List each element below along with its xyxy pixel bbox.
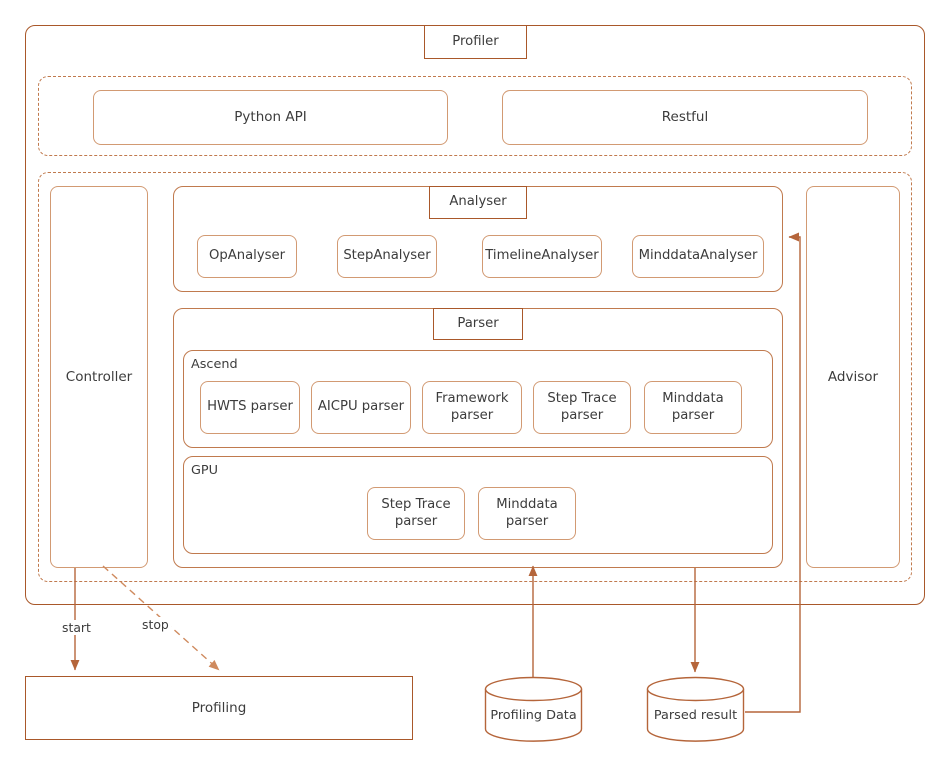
profiling-box[interactable]: Profiling [25,676,413,740]
ascend-group-label: Ascend [188,357,241,372]
start-edge-label: start [60,620,93,635]
framework-parser-label: Framework parser [435,391,509,423]
minddata-analyser-label: MinddataAnalyser [638,248,758,264]
analyser-title-label: Analyser [449,194,507,210]
profiler-title-label: Profiler [452,33,499,49]
profiling-data-label: Profiling Data [490,708,577,723]
advisor-label: Advisor [827,368,879,385]
controller-box[interactable]: Controller [50,186,148,568]
minddata-parser-ascend-label: Minddata parser [662,391,724,423]
gpu-group-label: GPU [188,463,221,478]
step-trace-parser-gpu-label: Step Trace parser [381,497,451,529]
hwts-parser-label: HWTS parser [207,399,293,415]
minddata-parser-ascend-box[interactable]: Minddata parser [644,381,742,434]
interface-layer-group [38,76,912,156]
step-trace-parser-ascend-label: Step Trace parser [547,391,617,423]
hwts-parser-box[interactable]: HWTS parser [200,381,300,434]
python-api-label: Python API [234,109,307,126]
step-trace-parser-gpu-box[interactable]: Step Trace parser [367,487,465,540]
parsed-result-label: Parsed result [653,708,738,723]
stop-edge-label: stop [140,617,171,632]
timeline-analyser-box[interactable]: TimelineAnalyser [482,235,602,278]
restful-label: Restful [661,109,709,126]
op-analyser-box[interactable]: OpAnalyser [197,235,297,278]
timeline-analyser-label: TimelineAnalyser [485,248,599,264]
core-layer-group [38,172,912,582]
step-analyser-label: StepAnalyser [343,248,431,264]
profiling-label: Profiling [191,699,247,716]
profiler-title-tab: Profiler [424,25,527,59]
step-trace-parser-ascend-box[interactable]: Step Trace parser [533,381,631,434]
parsed-result-cylinder[interactable] [646,676,745,742]
minddata-analyser-box[interactable]: MinddataAnalyser [632,235,764,278]
advisor-box[interactable]: Advisor [806,186,900,568]
parser-title-label: Parser [457,315,499,331]
step-analyser-box[interactable]: StepAnalyser [337,235,437,278]
restful-box[interactable]: Restful [502,90,868,145]
minddata-parser-gpu-box[interactable]: Minddata parser [478,487,576,540]
profiling-data-cylinder[interactable] [484,676,583,742]
minddata-parser-gpu-label: Minddata parser [496,497,558,529]
aicpu-parser-label: AICPU parser [317,399,405,415]
analyser-title-tab: Analyser [429,186,527,219]
aicpu-parser-box[interactable]: AICPU parser [311,381,411,434]
parser-title-tab: Parser [433,308,523,340]
controller-label: Controller [65,368,133,385]
op-analyser-label: OpAnalyser [208,248,286,264]
framework-parser-box[interactable]: Framework parser [422,381,522,434]
python-api-box[interactable]: Python API [93,90,448,145]
